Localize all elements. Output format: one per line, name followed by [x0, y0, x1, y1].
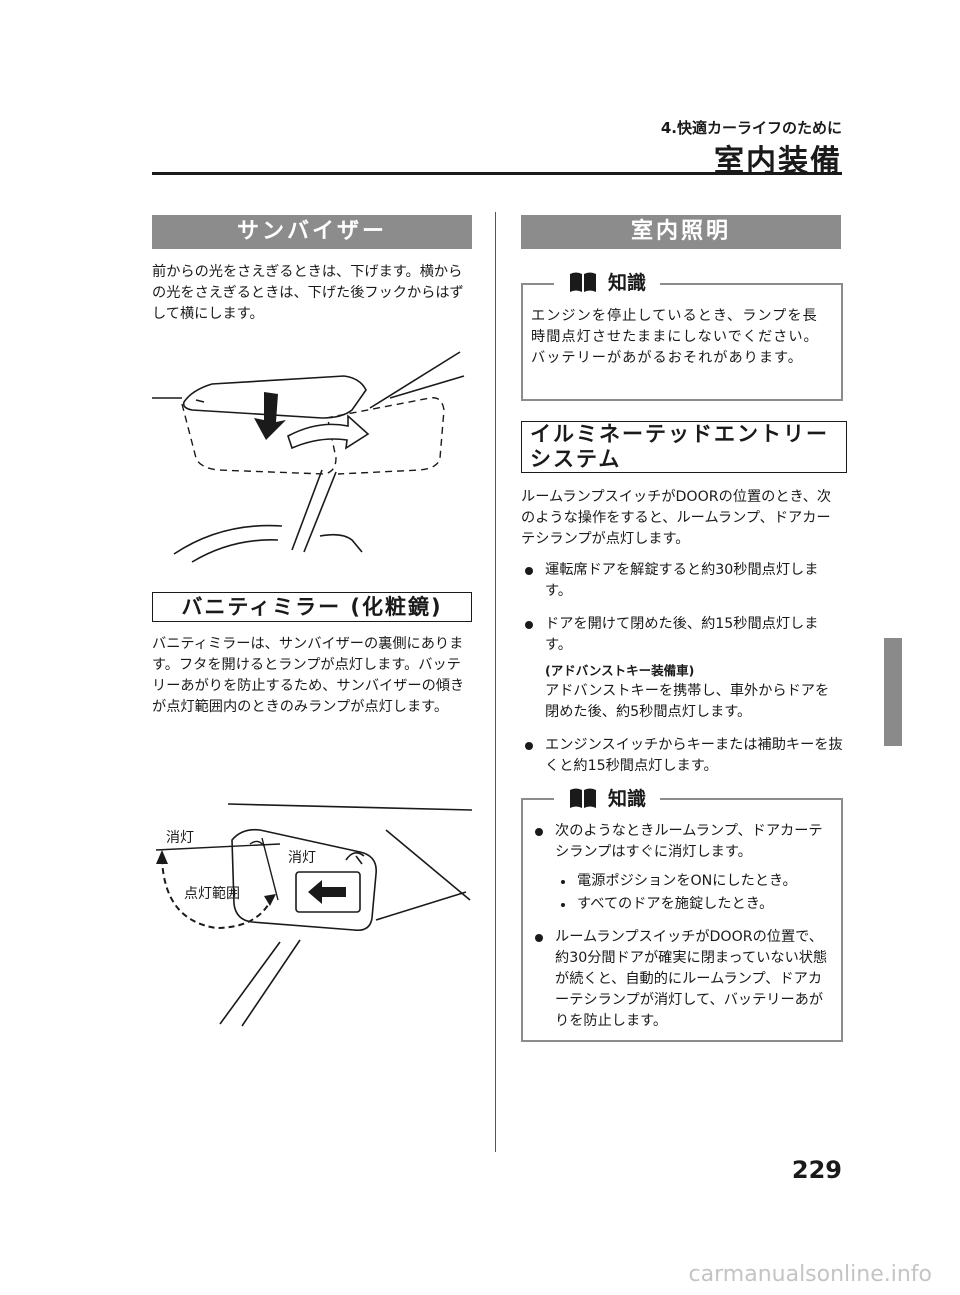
vanity-mirror-heading: バニティミラー (化粧鏡) — [152, 592, 472, 622]
entry-bullet-3-text: エンジンスイッチからキーまたは補助キーを抜くと約15秒間点灯します。 — [545, 737, 843, 774]
illuminated-entry-heading: イルミネーテッドエントリー システム — [521, 421, 847, 473]
entry-bullet-3: エンジンスイッチからキーまたは補助キーを抜くと約15秒間点灯します。 — [521, 735, 843, 777]
sun-visor-illustration — [152, 351, 465, 563]
note-box-1 — [521, 283, 843, 401]
chapter-side-tab — [884, 638, 902, 746]
note-2-list: 次のようなときルームランプ、ドアカーテシランプはすぐに消灯します。 電源ポジショ… — [531, 821, 835, 1044]
advanced-key-text: アドバンストキーを携帯し、車外からドアを閉めた後、約5秒間点灯します。 — [545, 683, 830, 720]
note-2-bullet-2-text: ルームランプスイッチがDOORの位置で、約30分間ドアが確実に閉まっていない状態… — [555, 929, 828, 1029]
sun-visor-paragraph: 前からの光をさえぎるときは、下げます。横からの光をさえぎるときは、下げた後フック… — [152, 264, 464, 322]
note-1-text: エンジンを停止しているとき、ランプを長時間点灯させたままにしないでください。バッ… — [531, 308, 819, 366]
note-2-bullet-1: 次のようなときルームランプ、ドアカーテシランプはすぐに消灯します。 電源ポジショ… — [531, 821, 835, 915]
entry-bullet-1-text: 運転席ドアを解錠すると約30秒間点灯します。 — [545, 562, 819, 599]
vanity-mirror-paragraph: バニティミラーは、サンバイザーの裏側にあります。フタを開けるとランプが点灯します… — [152, 636, 465, 715]
label-off-left: 消灯 — [166, 830, 194, 846]
illuminated-entry-intro: ルームランプスイッチがDOORの位置のとき、次のような操作をすると、ルームランプ… — [521, 489, 832, 547]
advanced-key-heading: (アドバンストキー装備車) — [545, 663, 695, 678]
note-2-sub-item-2: すべてのドアを施錠したとき。 — [555, 894, 835, 915]
sun-visor-heading: サンバイザー — [152, 215, 472, 249]
interior-lighting-heading: 室内照明 — [521, 215, 841, 249]
note-2-bullet-1-text: 次のようなときルームランプ、ドアカーテシランプはすぐに消灯します。 — [555, 823, 823, 860]
book-icon — [570, 788, 596, 808]
note-2-sub-list: 電源ポジションをONにしたとき。 すべてのドアを施錠したとき。 — [555, 871, 835, 915]
entry-bullet-list: 運転席ドアを解錠すると約30秒間点灯します。 ドアを開けて閉めた後、約15秒間点… — [521, 560, 843, 789]
note-label-1-text: 知識 — [608, 272, 647, 294]
entry-bullet-2-text: ドアを開けて閉めた後、約15秒間点灯します。 — [545, 616, 819, 653]
chapter-title: 4.快適カーライフのために — [660, 119, 842, 137]
column-divider — [495, 212, 496, 1152]
entry-bullet-1: 運転席ドアを解錠すると約30秒間点灯します。 — [521, 560, 843, 602]
book-icon — [570, 272, 596, 292]
header-rule — [152, 172, 842, 175]
watermark: carmanualsonline.info — [688, 1262, 932, 1287]
note-2-bullet-2: ルームランプスイッチがDOORの位置で、約30分間ドアが確実に閉まっていない状態… — [531, 927, 835, 1032]
label-off-right: 消灯 — [288, 850, 316, 866]
note-label-2: 知識 — [554, 784, 661, 811]
note-2-sub-item-1: 電源ポジションをONにしたとき。 — [555, 871, 835, 892]
label-on-range: 点灯範囲 — [184, 885, 240, 902]
illuminated-entry-heading-line2: システム — [530, 447, 622, 471]
note-box-2 — [521, 798, 843, 1042]
entry-bullet-2: ドアを開けて閉めた後、約15秒間点灯します。 (アドバンストキー装備車) アドバ… — [521, 614, 843, 723]
vanity-mirror-illustration: 消灯 消灯 点灯範囲 — [155, 803, 473, 1027]
illuminated-entry-heading-line1: イルミネーテッドエントリー — [530, 422, 829, 446]
page-number: 229 — [791, 1156, 842, 1184]
note-label-1: 知識 — [554, 268, 661, 295]
note-label-2-text: 知識 — [608, 788, 647, 810]
